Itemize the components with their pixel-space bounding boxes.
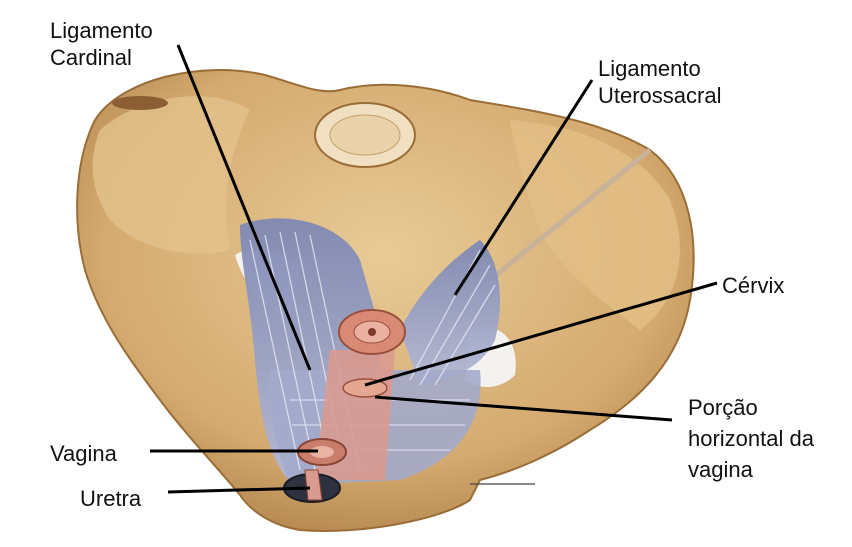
label-vagina: Vagina <box>50 440 117 467</box>
label-horizontal-line2: horizontal da <box>688 423 814 454</box>
label-horizontal-portion: Porção horizontal da vagina <box>688 392 814 485</box>
label-horizontal-line3: vagina <box>688 454 814 485</box>
label-cardinal-line1: Ligamento <box>50 17 153 44</box>
label-uterosacral-ligament: Ligamento Uterossacral <box>598 55 721 109</box>
label-uterosacral-line2: Uterossacral <box>598 82 721 109</box>
label-urethra-text: Uretra <box>80 485 141 512</box>
label-cervix-text: Cérvix <box>722 272 784 299</box>
label-cervix: Cérvix <box>722 272 784 299</box>
bone-mark <box>112 96 168 110</box>
label-urethra: Uretra <box>80 485 141 512</box>
label-vagina-text: Vagina <box>50 440 117 467</box>
label-uterosacral-line1: Ligamento <box>598 55 721 82</box>
label-cardinal-ligament: Ligamento Cardinal <box>50 17 153 71</box>
label-horizontal-line1: Porção <box>688 392 814 423</box>
label-cardinal-line2: Cardinal <box>50 44 153 71</box>
